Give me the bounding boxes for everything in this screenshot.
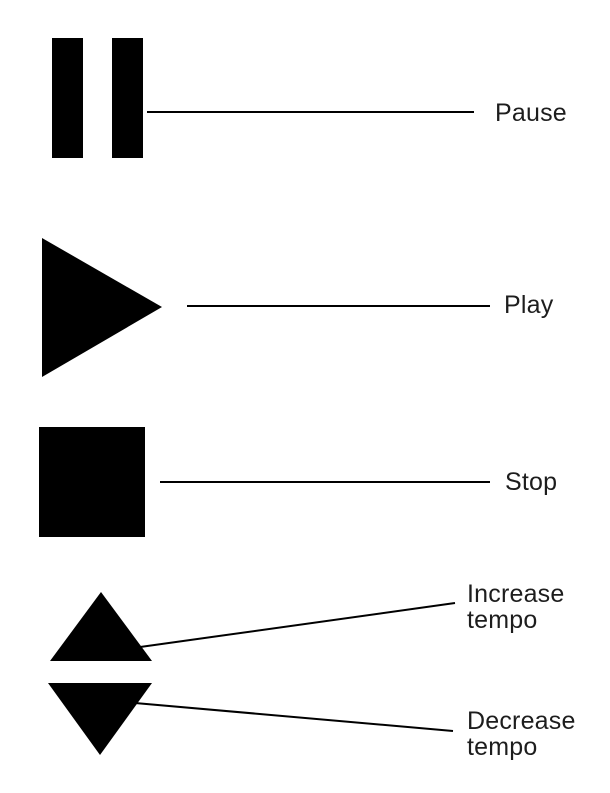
increase-tempo-callout-line xyxy=(132,602,456,649)
increase-tempo-icon xyxy=(50,592,152,661)
decrease-tempo-callout-line xyxy=(134,702,454,732)
increase-tempo-label: Increase tempo xyxy=(467,580,565,634)
decrease-tempo-icon xyxy=(48,683,152,755)
pause-label: Pause xyxy=(495,99,567,127)
stop-icon xyxy=(39,427,145,537)
play-label: Play xyxy=(504,291,554,319)
stop-label: Stop xyxy=(505,468,558,496)
decrease-tempo-label: Decrease tempo xyxy=(467,707,576,761)
pause-icon xyxy=(52,38,143,158)
play-icon xyxy=(42,238,162,377)
